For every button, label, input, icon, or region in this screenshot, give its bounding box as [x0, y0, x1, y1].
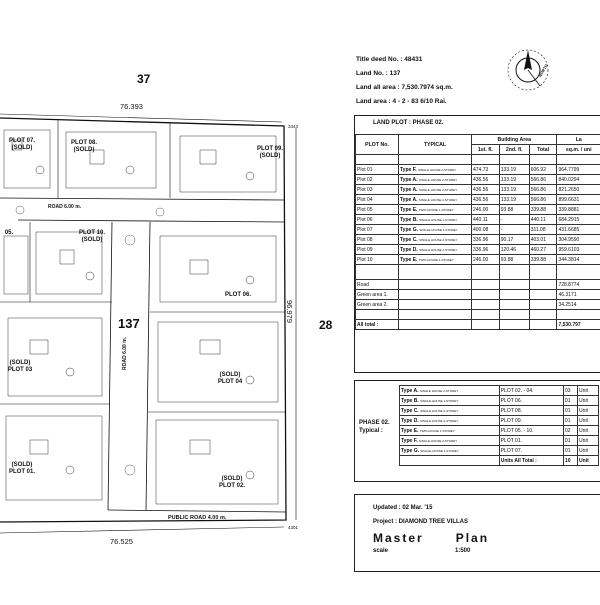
info-panel: Title deed No. : 48431 Land No. : 137 La… [350, 0, 600, 600]
north-arrow-icon: NORTH [500, 42, 556, 98]
table-row: Plot 02 Type A. SINGLE HOUSE 2-STOREY 43… [356, 175, 600, 185]
land-plot-table-box: LAND PLOT : PHASE 02. PLOT No. TYPICAL B… [354, 115, 600, 373]
plot-04-label: (SOLD)PLOT 04 [206, 372, 254, 386]
plot-08-label: PLOT 08.(SOLD) [64, 140, 104, 154]
plot-10-label: PLOT 10.(SOLD) [72, 230, 112, 244]
plot-03-label: (SOLD)PLOT 03 [0, 360, 40, 374]
center-plot-number: 137 [118, 316, 140, 331]
plot-02-label: (SOLD)PLOT 02. [210, 476, 254, 490]
land-no: Land No. : 137 [356, 70, 400, 77]
table-row: Plot 06 Type B. SINGLE HOUSE 1-STOREY 44… [356, 215, 600, 225]
table-row: Plot 08 Type C. SINGLE HOUSE 2-STOREY 33… [356, 235, 600, 245]
table-row: Plot 05 Type E. TWIN HOUSE 1-STOREY 246.… [356, 205, 600, 215]
col-building-area: Building Area [472, 135, 557, 145]
plot-07-label: PLOT 07.(SOLD) [2, 138, 42, 152]
col-sqm: sq.m. / uni [557, 145, 600, 155]
col-typical: TYPICAL [399, 135, 472, 155]
vertical-road-label: ROAD 6.00 m. [122, 337, 128, 370]
green-area-2-row: Green area 2.34.2514 [356, 300, 600, 310]
top-right-small-dim: 3343 [288, 124, 298, 129]
all-total-row: All total :7,530.797 [356, 320, 600, 330]
table-row: Plot 04 Type A. SINGLE HOUSE 2-STOREY 43… [356, 195, 600, 205]
col-2nd-floor: 2nd. fl. [499, 145, 529, 155]
plot-06-label: PLOT 06. [218, 292, 258, 299]
col-total: Total [529, 145, 557, 155]
project-name: Project : DIAMOND TREE VILLAS [373, 519, 468, 525]
drawing-title: Master Plan [373, 531, 489, 545]
col-plot-no: PLOT No. [356, 135, 399, 155]
bottom-right-small-dim: 4301 [288, 525, 298, 530]
top-dimension: 76.393 [120, 102, 143, 111]
land-plot-table: PLOT No. TYPICAL Building Area La 1st. f… [355, 134, 600, 330]
plot-09-label: PLOT 09.(SOLD) [250, 146, 290, 160]
table-row: Plot 07 Type G. SINGLE HOUSE 1-STOREY 40… [356, 225, 600, 235]
green-area-1-row: Green area 1.46.3171 [356, 290, 600, 300]
plot-01-label: (SOLD)PLOT 01. [2, 462, 42, 476]
bottom-dimension: 76.525 [110, 537, 133, 546]
plot-05-label: 05. [0, 230, 18, 237]
right-dimension: 96.979 [285, 300, 294, 323]
table-row: Plot 09 Type D. SINGLE HOUSE 2-STOREY 33… [356, 245, 600, 255]
land-plot-heading: LAND PLOT : PHASE 02. [355, 116, 600, 134]
top-neighbor-number: 37 [137, 72, 150, 86]
table-row: Plot 03 Type A. SINGLE HOUSE 2-STOREY 43… [356, 185, 600, 195]
table-row: Plot 01 Type F. SINGLE HOUSE 2-STOREY 47… [356, 165, 600, 175]
col-land: La [557, 135, 600, 145]
phase-summary-box: PHASE 02. Typical : Type A. SINGLE HOUSE… [354, 380, 600, 482]
scale-label: scale [373, 548, 388, 554]
top-road-label: ROAD 6.00 m. [48, 204, 81, 210]
site-plan: 37 28 137 76.393 76.525 96.979 3343 4301… [0, 0, 340, 600]
land-area: Land area : 4 - 2 - 83 6/10 Rai. [356, 98, 447, 105]
public-road-label: PUBLIC ROAD 4.00 m. [168, 515, 226, 521]
scale-value: 1:500 [455, 548, 470, 554]
updated-date: Updated : 02 Mar. '15 [373, 505, 432, 511]
title-block: Updated : 02 Mar. '15 Project : DIAMOND … [354, 494, 600, 572]
right-neighbor-number: 28 [319, 318, 332, 332]
phase-label: PHASE 02. Typical : [359, 419, 390, 435]
col-1st-floor: 1st. fl. [472, 145, 500, 155]
title-deed: Title deed No. : 48431 [356, 56, 422, 63]
land-all-area: Land all area : 7,530.7974 sq.m. [356, 84, 453, 91]
table-row: Plot 10 Type E. TWIN HOUSE 1-STOREY 246.… [356, 255, 600, 265]
